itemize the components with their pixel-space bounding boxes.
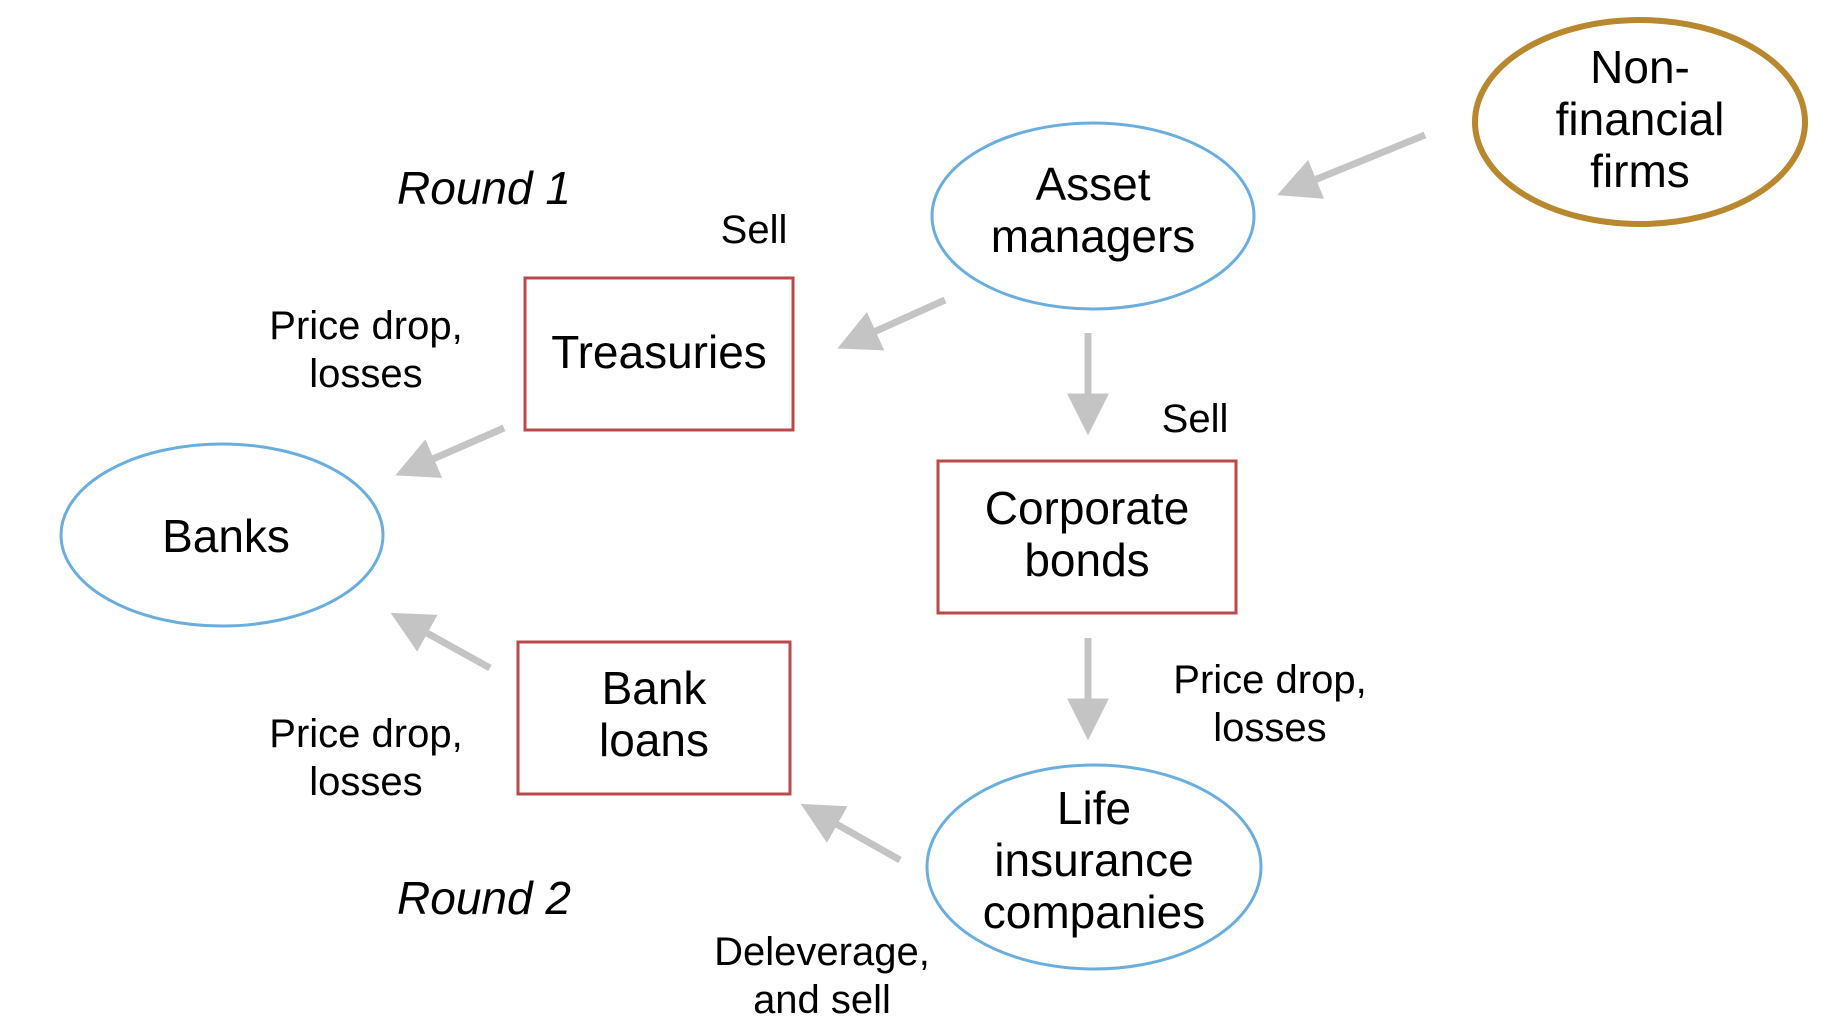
sell-corporate-label: Sell <box>1162 397 1229 441</box>
node-label: Banks <box>162 510 290 562</box>
node-label: firms <box>1590 145 1690 197</box>
node-life-insurance: Life insurance companies <box>925 763 1263 971</box>
deleverage-label: Deleverage, <box>714 930 930 974</box>
blue-ellipse <box>930 121 1256 311</box>
arrow-life-insurance-to-bank-loans <box>800 803 902 864</box>
node-label: bonds <box>1024 534 1149 586</box>
node-corporate-bonds: Corporate bonds <box>936 459 1238 615</box>
price-drop-label: Price drop, <box>269 712 462 756</box>
arrows <box>390 131 1427 864</box>
node-label: Corporate <box>985 482 1190 534</box>
node-label: companies <box>983 886 1205 938</box>
gold-ellipse <box>1472 17 1808 227</box>
node-label: loans <box>599 714 709 766</box>
price-drop-label: Price drop, <box>1173 658 1366 702</box>
node-label: Non- <box>1590 41 1690 93</box>
round-1-label: Round 1 <box>397 162 571 214</box>
arrow-asset-managers-to-treasuries <box>837 296 947 351</box>
arrow-nonfinancial-to-asset-managers <box>1277 131 1427 199</box>
node-label: Life <box>1057 782 1131 834</box>
red-box <box>516 640 792 796</box>
losses-label: losses <box>309 760 422 804</box>
node-banks: Banks <box>59 442 385 628</box>
arrow-bank-loans-to-banks <box>390 612 492 672</box>
losses-label: losses <box>309 352 422 396</box>
losses-label: losses <box>1213 706 1326 750</box>
round-2-label: Round 2 <box>397 872 571 924</box>
red-box <box>523 276 795 432</box>
node-bank-loans: Bank loans <box>516 640 792 796</box>
sell-treasuries-label: Sell <box>721 208 788 252</box>
blue-ellipse <box>925 763 1263 971</box>
node-asset-managers: Asset managers <box>930 121 1256 311</box>
red-box <box>936 459 1238 615</box>
node-label: financial <box>1556 93 1725 145</box>
node-label: Bank <box>602 662 708 714</box>
node-label: insurance <box>994 834 1193 886</box>
and-sell-label: and sell <box>753 978 891 1022</box>
blue-ellipse <box>59 442 385 628</box>
arrow-treasuries-to-banks <box>395 424 506 478</box>
node-treasuries: Treasuries <box>523 276 795 432</box>
price-drop-label: Price drop, <box>269 304 462 348</box>
node-non-financial-firms: Non- financial firms <box>1472 17 1808 227</box>
node-label: managers <box>991 210 1196 262</box>
node-label: Treasuries <box>551 326 767 378</box>
node-label: Asset <box>1035 158 1150 210</box>
